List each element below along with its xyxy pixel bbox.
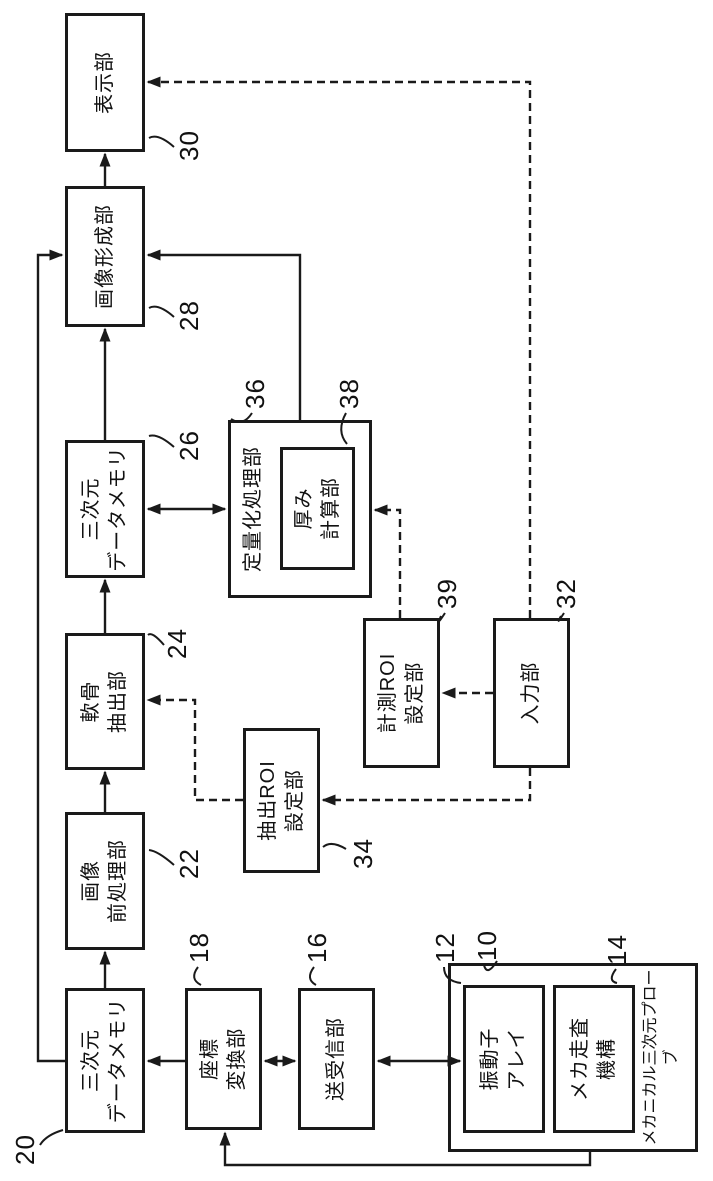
ref-label-22: 22 (174, 848, 204, 879)
ref-label-36: 36 (240, 378, 270, 409)
leader-24 (147, 633, 165, 646)
leader-20 (39, 1129, 64, 1146)
dashed-extroi34-to-cartilage24 (146, 694, 243, 802)
box-transducer-array-12-label: 振動子 アレイ (479, 1027, 528, 1091)
box-tx-rx-16: 送受信部 (298, 988, 375, 1130)
ref-label-38: 38 (334, 378, 364, 409)
leader-18 (193, 966, 202, 986)
ref-label-10: 10 (472, 930, 502, 961)
box-mech-scan-14-label: メカ走査 機構 (569, 1017, 618, 1101)
box-display-30: 表示部 (65, 13, 145, 152)
ref-label-18: 18 (184, 932, 214, 963)
box-measure-roi-39: 計測ROI 設定部 (363, 618, 440, 768)
leader-38 (340, 412, 348, 445)
box-tx-rx-16-label: 送受信部 (325, 1017, 347, 1101)
ref-label-34: 34 (348, 838, 378, 869)
ref-label-24: 24 (162, 628, 192, 659)
box-extract-roi-34: 抽出ROI 設定部 (243, 728, 320, 873)
box-image-forming-28: 画像形成部 (65, 186, 145, 327)
leader-26 (148, 434, 175, 448)
leader-28 (148, 305, 175, 318)
box-3d-data-memory-26-label: 三次元 データメモリ (80, 446, 129, 572)
box-display-30-label: 表示部 (93, 51, 116, 114)
ref-label-14: 14 (602, 934, 632, 965)
box-quantification-36-label: 定量化処理部 (242, 446, 264, 572)
leader-30 (148, 135, 175, 148)
box-cartilage-extract-24: 軟骨 抽出部 (65, 633, 145, 770)
leader-22 (148, 849, 175, 866)
box-image-forming-28-label: 画像形成部 (93, 204, 116, 309)
box-mech-scan-14: メカ走査 機構 (553, 985, 635, 1133)
arrow-quant36-to-imageform28 (146, 249, 302, 420)
box-input-32-label: 入力部 (520, 661, 542, 725)
box-coordinate-convert-18-label: 座標 変換部 (198, 1027, 248, 1091)
box-image-preprocess-22: 画像 前処理部 (65, 812, 145, 950)
leader-14 (610, 968, 618, 984)
ref-label-32: 32 (551, 578, 581, 609)
ref-label-20: 20 (10, 1134, 40, 1165)
arrow-probe10-to-coord18 (219, 1131, 592, 1167)
box-mechanical-3d-probe-10-label: メカニカル三次元プローブ (641, 969, 681, 1146)
box-3d-data-memory-20: 三次元 データメモリ (65, 988, 145, 1133)
box-transducer-array-12: 振動子 アレイ (463, 985, 545, 1133)
box-thickness-calc-38: 厚み 計算部 (280, 447, 355, 570)
box-3d-data-memory-20-label: 三次元 データメモリ (80, 997, 129, 1124)
dashed-input32-to-extroi34 (321, 768, 532, 806)
box-3d-data-memory-26: 三次元 データメモリ (65, 440, 145, 578)
leader-16 (309, 966, 317, 986)
ref-label-39: 39 (432, 578, 462, 609)
box-image-preprocess-22-label: 画像 前処理部 (80, 839, 129, 923)
leader-39 (438, 612, 446, 622)
leader-36 (230, 412, 253, 423)
dashed-measroi39-to-quant36 (373, 504, 402, 618)
box-input-32: 入力部 (493, 618, 570, 768)
leader-32 (557, 612, 565, 622)
leader-34 (322, 843, 347, 850)
box-coordinate-convert-18: 座標 変換部 (185, 988, 262, 1130)
ref-label-28: 28 (174, 300, 204, 331)
box-thickness-calc-38-label: 厚み 計算部 (292, 477, 342, 540)
dashed-input32-to-display30 (146, 76, 532, 618)
leader-10 (483, 960, 498, 972)
box-cartilage-extract-24-label: 軟骨 抽出部 (80, 670, 129, 733)
box-measure-roi-39-label: 計測ROI 設定部 (376, 652, 426, 734)
ref-label-26: 26 (174, 430, 204, 461)
box-extract-roi-34-label: 抽出ROI 設定部 (256, 760, 306, 841)
ref-label-16: 16 (302, 932, 332, 963)
leader-12 (443, 966, 462, 984)
arrow-memory20-to-imageform28-direct (36, 249, 65, 1063)
ref-label-12: 12 (430, 932, 460, 963)
ref-label-30: 30 (174, 130, 204, 161)
